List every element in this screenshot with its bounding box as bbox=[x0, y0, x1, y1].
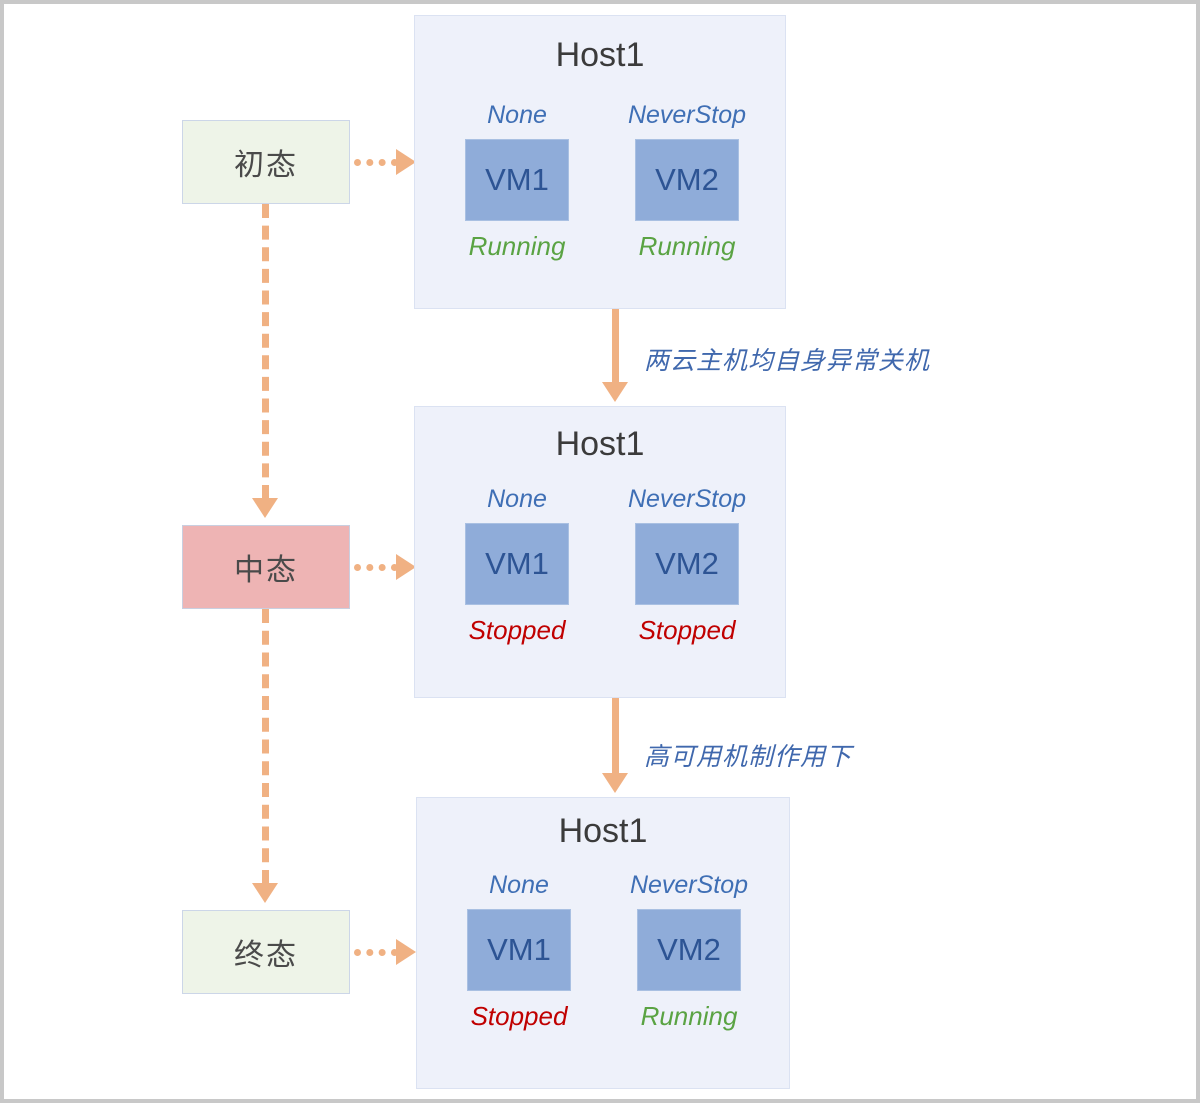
vm-policy-bottom-vm2: NeverStop bbox=[629, 871, 749, 899]
host-title-middle: Host1 bbox=[555, 425, 645, 463]
vm-group-middle-vm2[interactable]: NeverStop VM2 Stopped bbox=[607, 485, 767, 646]
vm-chip-bottom-vm2[interactable]: VM2 bbox=[637, 908, 741, 991]
host-title-bottom: Host1 bbox=[558, 812, 648, 850]
host-box-top[interactable]: Host1 None VM1 Running NeverStop VM2 Run… bbox=[414, 15, 786, 309]
state-box-final[interactable]: 终态 bbox=[182, 910, 350, 994]
vm-state-middle-vm1: Stopped bbox=[468, 614, 566, 645]
vm-chip-top-vm2[interactable]: VM2 bbox=[635, 138, 739, 221]
host-box-middle[interactable]: Host1 None VM1 Stopped NeverStop VM2 Sto… bbox=[414, 406, 786, 698]
arrowhead-middle-to-host-icon bbox=[396, 554, 416, 580]
vm-policy-middle-vm1: None bbox=[487, 485, 547, 513]
vm-state-top-vm1: Running bbox=[468, 230, 566, 261]
vm-policy-top-vm1: None bbox=[487, 101, 547, 129]
connector-middle-to-host-middle bbox=[354, 564, 398, 571]
vm-chip-middle-vm1[interactable]: VM1 bbox=[465, 522, 569, 605]
state-label-initial: 初态 bbox=[234, 149, 298, 182]
state-label-final: 终态 bbox=[234, 939, 298, 972]
vm-state-middle-vm2: Stopped bbox=[638, 614, 736, 645]
arrowhead-host-top-to-middle-icon bbox=[602, 382, 628, 402]
vm-group-top-vm2[interactable]: NeverStop VM2 Running bbox=[607, 101, 767, 262]
arrowhead-host-middle-to-bottom-icon bbox=[602, 773, 628, 793]
connector-initial-to-middle bbox=[262, 204, 269, 499]
state-label-middle: 中态 bbox=[234, 554, 298, 587]
connector-middle-to-final bbox=[262, 609, 269, 884]
vm-chip-middle-vm2[interactable]: VM2 bbox=[635, 522, 739, 605]
vm-group-top-vm1[interactable]: None VM1 Running bbox=[437, 101, 597, 262]
vm-policy-bottom-vm1: None bbox=[489, 871, 549, 899]
state-box-initial[interactable]: 初态 bbox=[182, 120, 350, 204]
host-box-bottom[interactable]: Host1 None VM1 Stopped NeverStop VM2 Run… bbox=[416, 797, 790, 1089]
arrowhead-final-to-host-icon bbox=[396, 939, 416, 965]
vm-state-bottom-vm2: Running bbox=[640, 1000, 738, 1031]
edge-label-middle-to-bottom: 高可用机制作用下 bbox=[644, 743, 853, 771]
vm-policy-top-vm2: NeverStop bbox=[627, 101, 747, 129]
arrowhead-middle-to-final-icon bbox=[252, 883, 278, 903]
connector-final-to-host-bottom bbox=[354, 949, 398, 956]
edge-label-top-to-middle: 两云主机均自身异常关机 bbox=[644, 347, 931, 375]
arrowhead-initial-to-host-icon bbox=[396, 149, 416, 175]
vm-group-bottom-vm2[interactable]: NeverStop VM2 Running bbox=[609, 871, 769, 1032]
connector-host-middle-to-bottom bbox=[612, 698, 619, 775]
vm-chip-top-vm1[interactable]: VM1 bbox=[465, 138, 569, 221]
host-title-top: Host1 bbox=[555, 36, 645, 74]
connector-host-top-to-middle bbox=[612, 309, 619, 384]
connector-initial-to-host-top bbox=[354, 159, 398, 166]
vm-chip-bottom-vm1[interactable]: VM1 bbox=[467, 908, 571, 991]
vm-group-bottom-vm1[interactable]: None VM1 Stopped bbox=[439, 871, 599, 1032]
vm-policy-middle-vm2: NeverStop bbox=[627, 485, 747, 513]
arrowhead-initial-to-middle-icon bbox=[252, 498, 278, 518]
vm-state-bottom-vm1: Stopped bbox=[470, 1000, 568, 1031]
vm-state-top-vm2: Running bbox=[638, 230, 736, 261]
state-box-middle[interactable]: 中态 bbox=[182, 525, 350, 609]
vm-group-middle-vm1[interactable]: None VM1 Stopped bbox=[437, 485, 597, 646]
